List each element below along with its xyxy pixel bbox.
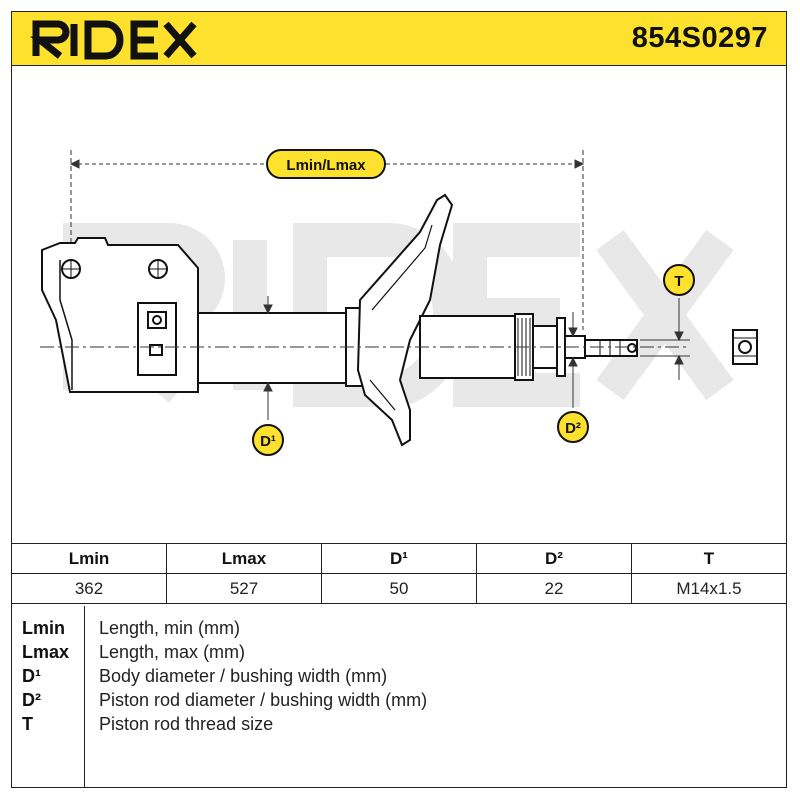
legend-row: Lmax Length, max (mm) bbox=[11, 642, 787, 666]
legend-key: Lmin bbox=[22, 618, 65, 638]
spec-value-lmin: 362 bbox=[11, 573, 167, 604]
spec-table: Lmin Lmax D¹ D² T 362 527 50 22 M14x1.5 bbox=[11, 543, 787, 604]
legend-row: D¹ Body diameter / bushing width (mm) bbox=[11, 666, 787, 690]
svg-text:Lmin/Lmax: Lmin/Lmax bbox=[286, 157, 366, 174]
legend-key: T bbox=[22, 714, 33, 734]
content-frame bbox=[11, 66, 787, 788]
nut-icon bbox=[732, 329, 758, 365]
spring-seat bbox=[356, 193, 454, 447]
spec-value-d1: 50 bbox=[321, 573, 477, 604]
spec-header-t: T bbox=[631, 543, 787, 574]
spec-value-t: M14x1.5 bbox=[631, 573, 787, 604]
legend-row: D² Piston rod diameter / bushing width (… bbox=[11, 690, 787, 714]
label-d1: D¹ bbox=[252, 424, 284, 456]
header-bar: 854S0297 bbox=[11, 11, 787, 66]
spec-value-lmax: 527 bbox=[166, 573, 322, 604]
svg-text:T: T bbox=[674, 273, 683, 290]
legend-key: Lmax bbox=[22, 642, 70, 662]
svg-text:D²: D² bbox=[565, 420, 581, 437]
legend-row: Lmin Length, min (mm) bbox=[11, 618, 787, 642]
spec-header-d2: D² bbox=[476, 543, 632, 574]
svg-text:D¹: D¹ bbox=[260, 433, 276, 450]
spec-value-row: 362 527 50 22 M14x1.5 bbox=[11, 573, 787, 604]
spec-value-d2: 22 bbox=[476, 573, 632, 604]
legend-desc: Length, min (mm) bbox=[99, 618, 241, 638]
label-t: T bbox=[663, 264, 695, 296]
mounting-bracket bbox=[41, 237, 199, 393]
ridex-logo bbox=[30, 20, 197, 60]
legend-desc: Length, max (mm) bbox=[99, 642, 246, 662]
legend-key: D¹ bbox=[22, 666, 41, 686]
label-d2: D² bbox=[557, 411, 589, 443]
legend-desc: Piston rod thread size bbox=[99, 714, 274, 734]
spec-header-d1: D¹ bbox=[321, 543, 477, 574]
legend-divider bbox=[84, 606, 85, 788]
rod-diameter-dimension bbox=[568, 312, 578, 408]
label-lmin-lmax: Lmin/Lmax bbox=[266, 149, 386, 179]
body-diameter-dimension bbox=[263, 296, 273, 420]
spec-header-row: Lmin Lmax D¹ D² T bbox=[11, 543, 787, 574]
legend-desc: Piston rod diameter / bushing width (mm) bbox=[99, 690, 428, 710]
legend-key: D² bbox=[22, 690, 41, 710]
spec-header-lmin: Lmin bbox=[11, 543, 167, 574]
legend: Lmin Length, min (mm) Lmax Length, max (… bbox=[11, 606, 787, 788]
part-number: 854S0297 bbox=[631, 22, 768, 54]
legend-desc: Body diameter / bushing width (mm) bbox=[99, 666, 388, 686]
shock-absorber-diagram: Lmin/Lmax D¹ D² T bbox=[40, 149, 758, 456]
spec-header-lmax: Lmax bbox=[166, 543, 322, 574]
thread-dimension bbox=[640, 298, 690, 380]
legend-row: T Piston rod thread size bbox=[11, 714, 787, 738]
